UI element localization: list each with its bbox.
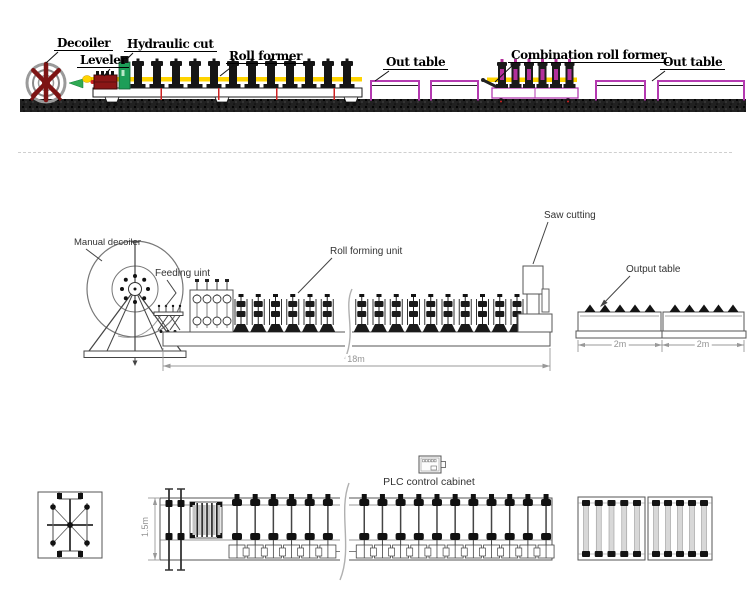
plan-view bbox=[37, 455, 713, 581]
label-leveler: Leveler bbox=[77, 54, 130, 68]
hydraulic-cut-unit bbox=[118, 56, 131, 90]
tie-rods bbox=[160, 88, 335, 100]
roll-former-stands bbox=[130, 58, 355, 88]
coil-strip bbox=[117, 314, 162, 338]
forming-bed bbox=[162, 331, 551, 347]
break-line bbox=[344, 288, 353, 360]
label-out-table-left: Out table bbox=[383, 56, 449, 70]
break-line-plan bbox=[339, 482, 350, 581]
dim-18m bbox=[162, 348, 551, 371]
layout-view bbox=[83, 221, 747, 371]
leveler-plan bbox=[189, 501, 223, 539]
roll-former-bed bbox=[92, 87, 363, 106]
dim-label-1-5m: 1.5m bbox=[140, 516, 151, 538]
label-output-table: Output table bbox=[626, 264, 681, 275]
decoiler-plan bbox=[37, 491, 103, 559]
label-plc-control-cabinet: PLC control cabinet bbox=[383, 476, 475, 488]
dim-1-5m bbox=[148, 497, 159, 561]
label-out-table-right: Out table bbox=[660, 56, 726, 70]
feeder-plan bbox=[165, 488, 185, 571]
layout-leaders bbox=[85, 221, 631, 308]
leader-arrowhead bbox=[600, 299, 608, 307]
hub-bolts bbox=[120, 274, 150, 304]
side-view bbox=[20, 51, 746, 112]
label-feeding-unit: Feeding uint bbox=[155, 268, 211, 279]
roller-shafts-plan bbox=[228, 494, 555, 559]
label-manual-decoiler: Manual decoiler bbox=[74, 237, 142, 248]
output-rollers-plan bbox=[582, 500, 708, 557]
leveler-unit bbox=[93, 71, 118, 90]
bed-feet bbox=[104, 96, 359, 106]
side-view-leaders bbox=[45, 51, 666, 83]
saw-cutting-unit bbox=[517, 265, 553, 333]
break-mask bbox=[345, 331, 352, 347]
out-tables bbox=[370, 80, 745, 101]
label-roll-former: Roll former bbox=[226, 50, 306, 64]
section-divider bbox=[18, 152, 732, 153]
manual-decoiler bbox=[83, 240, 187, 366]
dim-label-18m: 18m bbox=[345, 354, 367, 364]
plc-cabinet-icon bbox=[418, 455, 446, 474]
label-decoiler: Decoiler bbox=[54, 37, 114, 51]
output-table-rollers-elevation bbox=[584, 304, 739, 312]
combination-roll-former bbox=[481, 78, 579, 105]
output-tables-elevation bbox=[575, 311, 747, 352]
sheet-strip bbox=[88, 77, 362, 82]
leveler-elevation bbox=[189, 279, 234, 333]
label-combination-roll-former: Combination roll former bbox=[508, 49, 670, 63]
dim-label-2m-2: 2m bbox=[694, 339, 712, 349]
label-saw-cutting: Saw cutting bbox=[544, 210, 596, 221]
feed-guide bbox=[68, 75, 95, 89]
label-hydraulic-cut: Hydraulic cut bbox=[124, 38, 217, 52]
decoiler-wheel bbox=[25, 61, 67, 104]
combination-stands bbox=[496, 59, 576, 88]
label-roll-forming-unit: Roll forming unit bbox=[330, 246, 403, 257]
ground bbox=[20, 99, 746, 112]
forming-stands bbox=[233, 294, 525, 332]
dim-label-2m-1: 2m bbox=[611, 339, 629, 349]
